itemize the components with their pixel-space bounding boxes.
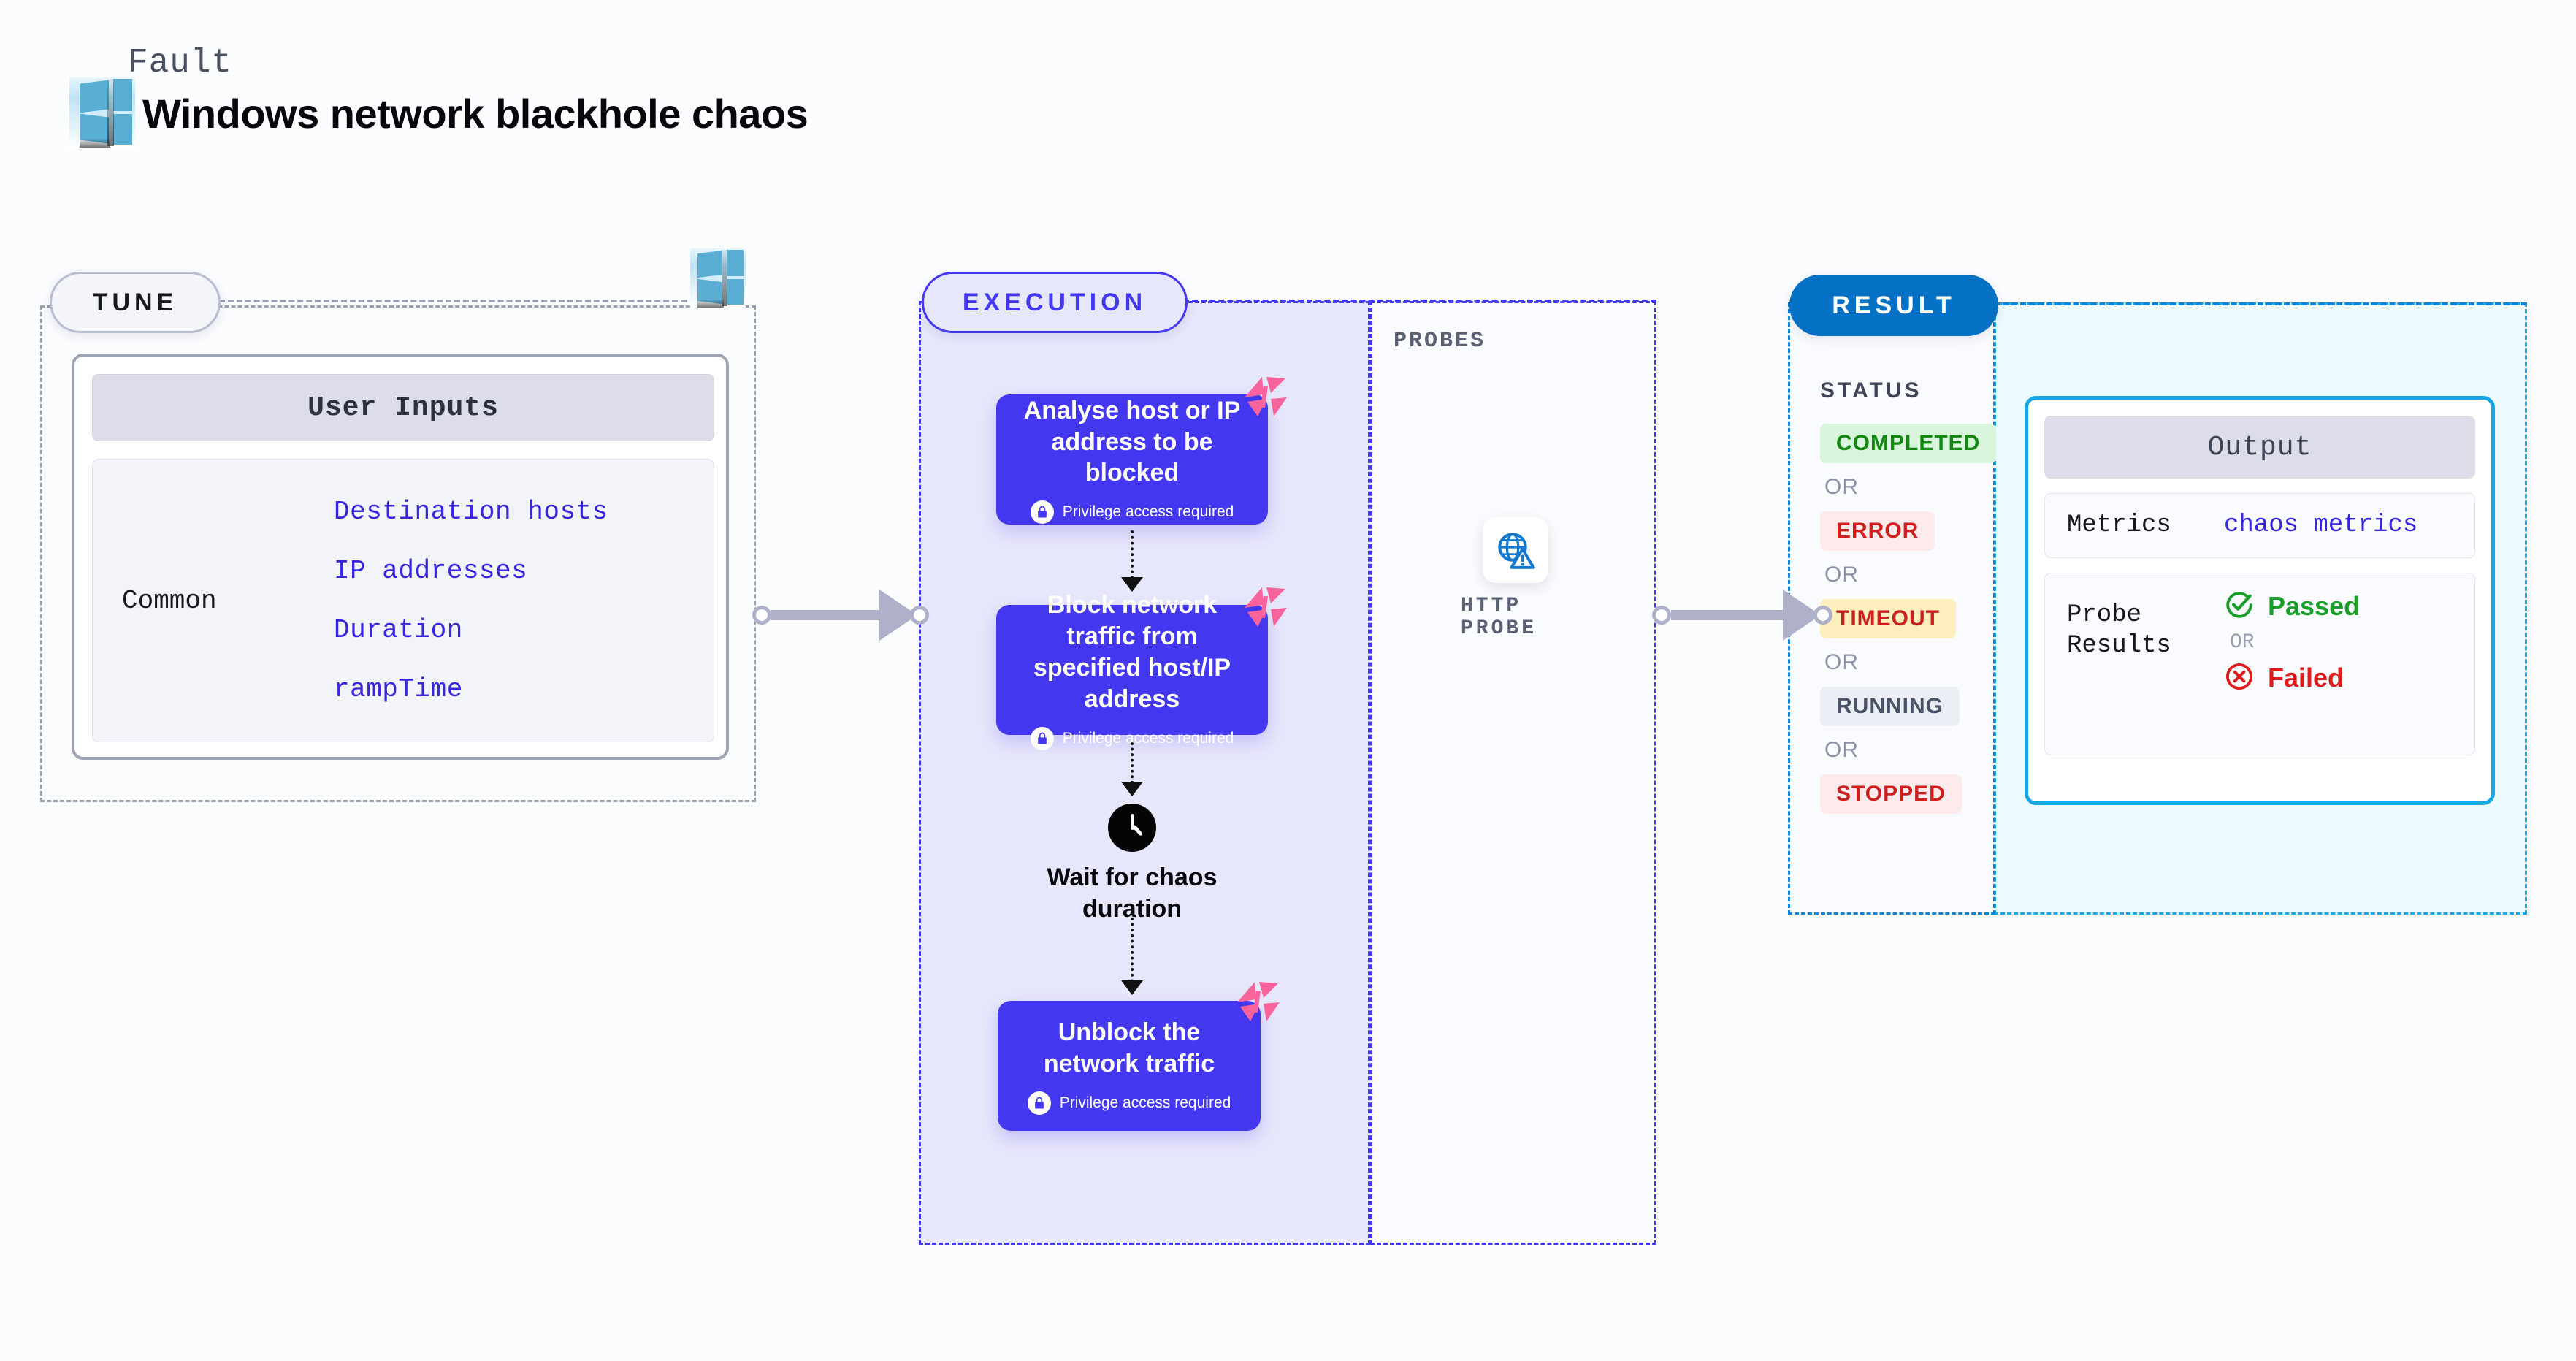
status-chip-list: COMPLETED OR ERROR OR TIMEOUT OR RUNNING… — [1820, 424, 1997, 814]
output-metrics-value[interactable]: chaos metrics — [2224, 511, 2418, 540]
clock-icon — [1108, 804, 1156, 852]
connector-probes-to-result — [1652, 590, 1832, 641]
tune-section — [40, 305, 756, 802]
status-badge-running: RUNNING — [1820, 687, 1960, 726]
connector-end-dot — [1813, 606, 1832, 625]
execution-step-1-privilege-label: Privilege access required — [1062, 503, 1234, 521]
tune-platform-windows-icon — [690, 248, 746, 308]
output-probe-results-key: Probe Results — [2067, 601, 2171, 660]
param-ramptime[interactable]: rampTime — [334, 674, 463, 704]
probe-item-label: HTTP PROBE — [1461, 595, 1537, 640]
output-row-metrics: Metrics chaos metrics — [2044, 493, 2475, 558]
common-group-label: Common — [122, 585, 217, 616]
execution-step-2-card[interactable]: Block network traffic from specified hos… — [996, 591, 1268, 750]
output-row-probe-results: Probe Results Passed OR — [2044, 572, 2475, 755]
execution-step-1-privilege-note: Privilege access required — [1030, 500, 1234, 525]
status-badge-error: ERROR — [1820, 511, 1935, 551]
page-title: Windows network blackhole chaos — [142, 90, 809, 137]
connector-start-dot — [1652, 606, 1671, 625]
connector-end-dot — [910, 606, 929, 625]
output-card-header: Output — [2044, 416, 2475, 479]
execution-step-1-title: Analyse host or IP address to be blocked — [1023, 396, 1241, 487]
probe-result-failed-label: Failed — [2268, 663, 2344, 693]
connector-start-dot — [752, 606, 771, 625]
execution-pill[interactable]: EXECUTION — [922, 272, 1188, 333]
wait-node-label: Wait for chaos duration — [1047, 864, 1218, 923]
status-column-title: STATUS — [1820, 378, 1922, 403]
output-card-header-label: Output — [2207, 431, 2312, 463]
execution-pill-label: EXECUTION — [962, 288, 1147, 316]
tune-user-inputs-card: User Inputs Common Destination hosts IP … — [72, 354, 729, 760]
probes-section — [1370, 301, 1656, 1245]
execution-arrow-wait-to-3 — [1121, 912, 1143, 995]
status-badge-timeout: TIMEOUT — [1820, 599, 1956, 638]
execution-step-1-card[interactable]: Analyse host or IP address to be blocked… — [996, 394, 1268, 525]
user-input-params-list: Destination hosts IP addresses Duration … — [334, 497, 608, 704]
execution-step-3-title: Unblock the network traffic — [1043, 1018, 1215, 1078]
execution-pill-connector-line — [1183, 300, 1656, 302]
probe-result-or-label: OR — [2230, 630, 2255, 654]
probes-section-title: PROBES — [1394, 329, 1486, 354]
result-pill[interactable]: RESULT — [1789, 275, 1998, 336]
fault-eyebrow-label: Fault — [128, 44, 233, 82]
globe-warning-icon — [1483, 517, 1548, 583]
output-metrics-key: Metrics — [2067, 511, 2171, 539]
output-card: Output Metrics chaos metrics Probe Resul… — [2025, 396, 2495, 805]
execution-step-3-card[interactable]: Unblock the network traffic Privilege ac… — [998, 1001, 1261, 1131]
param-duration[interactable]: Duration — [334, 615, 463, 645]
execution-step-2-privilege-note: Privilege access required — [1030, 726, 1234, 750]
status-or-label-2: OR — [1824, 563, 1859, 587]
execution-step-3-privilege-note: Privilege access required — [1027, 1091, 1231, 1115]
lock-icon — [1030, 726, 1054, 750]
param-ip-addresses[interactable]: IP addresses — [334, 556, 528, 586]
probe-results-values: Passed OR Failed — [2224, 590, 2360, 695]
tune-pill-connector-line — [219, 300, 687, 302]
lock-icon — [1030, 500, 1054, 525]
execution-step-2-litmus-mark-icon — [1242, 586, 1288, 628]
connector-bar — [1671, 610, 1784, 620]
execution-step-3-privilege-label: Privilege access required — [1059, 1094, 1231, 1111]
probe-result-passed: Passed — [2224, 590, 2360, 624]
user-inputs-header-label: User Inputs — [307, 392, 499, 424]
windows-logo-icon — [69, 77, 135, 149]
param-destination-hosts[interactable]: Destination hosts — [334, 497, 608, 527]
check-circle-icon — [2224, 590, 2255, 624]
status-badge-stopped: STOPPED — [1820, 774, 1962, 814]
user-inputs-body: Common Destination hosts IP addresses Du… — [92, 459, 714, 742]
page-header: Fault Windows network blackhole chaos — [69, 44, 1165, 149]
status-or-label-3: OR — [1824, 650, 1859, 674]
connector-bar — [771, 610, 881, 620]
lock-icon — [1027, 1091, 1051, 1115]
execution-arrow-2-to-wait — [1121, 742, 1143, 796]
user-inputs-header: User Inputs — [92, 374, 714, 441]
execution-step-1-litmus-mark-icon — [1242, 375, 1288, 418]
execution-arrow-1-to-2 — [1121, 530, 1143, 592]
tune-pill-label: TUNE — [92, 288, 178, 316]
probe-result-failed: Failed — [2224, 661, 2344, 695]
tune-pill[interactable]: TUNE — [50, 272, 221, 333]
execution-step-3-litmus-mark-icon — [1234, 980, 1281, 1023]
result-pill-label: RESULT — [1832, 291, 1956, 319]
status-or-label-4: OR — [1824, 738, 1859, 762]
execution-step-2-title: Block network traffic from specified hos… — [1033, 591, 1231, 713]
probe-result-passed-label: Passed — [2268, 591, 2361, 621]
status-or-label-1: OR — [1824, 475, 1859, 499]
connector-tune-to-execution — [752, 590, 929, 641]
wait-for-chaos-duration-node: Wait for chaos duration — [1023, 804, 1242, 924]
result-pill-connector-line — [1994, 302, 2527, 305]
status-badge-completed: COMPLETED — [1820, 424, 1997, 463]
probe-item-http-probe[interactable]: HTTP PROBE — [1461, 517, 1570, 640]
execution-step-2-privilege-label: Privilege access required — [1062, 729, 1234, 747]
x-circle-icon — [2224, 661, 2255, 695]
